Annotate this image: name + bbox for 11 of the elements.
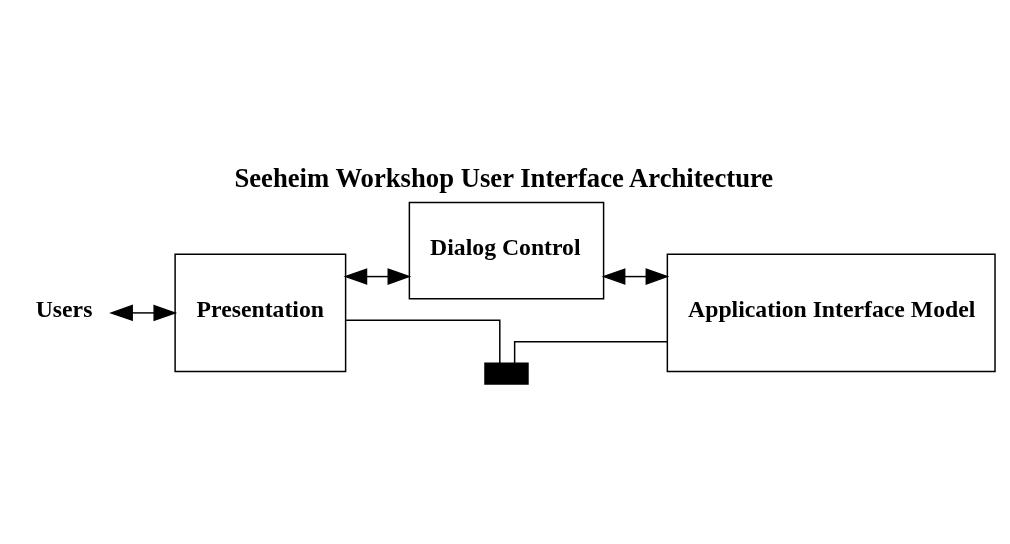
node-box: Presentation xyxy=(174,253,347,372)
diagram-title: Seeheim Workshop User Interface Architecture xyxy=(234,162,774,193)
connector xyxy=(345,319,501,364)
arrow xyxy=(343,267,412,285)
node-box: Dialog Control xyxy=(408,201,605,300)
node-box xyxy=(484,362,529,385)
node-text: Users xyxy=(35,295,93,322)
node-box: Application Interface Model xyxy=(666,253,996,372)
arrow xyxy=(601,267,670,285)
arrow xyxy=(109,304,178,321)
connector xyxy=(513,340,669,364)
